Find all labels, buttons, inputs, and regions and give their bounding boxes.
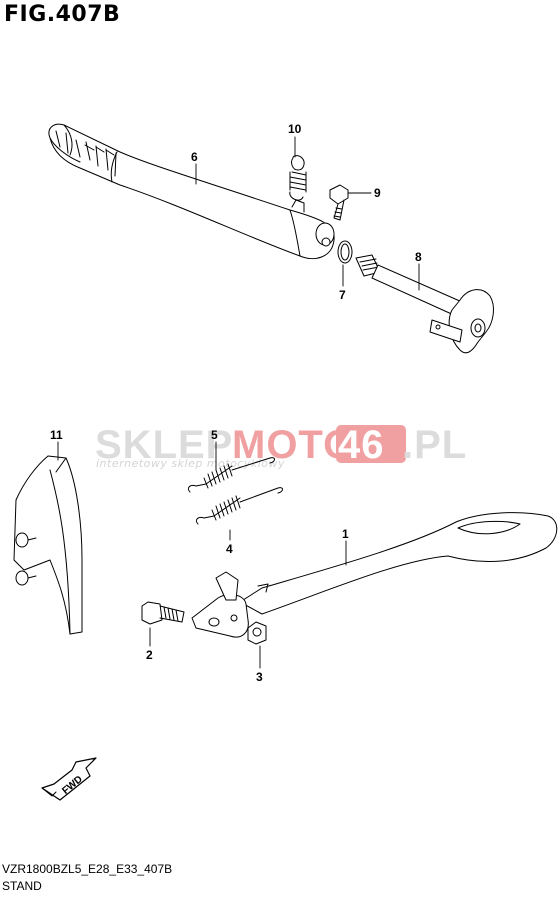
callout-3: 3 (256, 670, 263, 684)
nut-icon (247, 621, 267, 645)
callout-8: 8 (415, 250, 422, 264)
section-name: STAND (2, 879, 42, 893)
bolt-icon (329, 184, 349, 221)
callout-6: 6 (191, 150, 198, 164)
bracket-icon (13, 455, 83, 635)
watermark-brand-1: SKLEP (95, 423, 233, 467)
watermark-brand-2: MOTO (232, 423, 355, 467)
callout-11: 11 (50, 428, 63, 442)
spring-icon (289, 155, 307, 201)
model-code: VZR1800BZL5_E28_E33_407B (2, 862, 173, 876)
callout-1: 1 (342, 527, 349, 541)
watermark: SKLEP MOTO 46 .PL internetowy sklep moto… (95, 423, 467, 470)
callout-4: 4 (226, 542, 233, 556)
watermark-badge (336, 425, 406, 463)
watermark-tagline: internetowy sklep motocyklowy (96, 457, 285, 470)
stand-bolt-icon (141, 601, 185, 625)
callouts: 6 10 9 7 8 11 5 4 1 2 3 (50, 122, 422, 684)
callout-9: 9 (374, 186, 381, 200)
callout-2: 2 (146, 648, 153, 662)
callout-10: 10 (288, 122, 302, 136)
callout-7: 7 (339, 288, 346, 302)
shift-shaft-icon (355, 254, 494, 354)
shift-lever-icon (48, 123, 335, 260)
fwd-arrow-icon: FWD (41, 757, 97, 801)
spring-icon (195, 487, 283, 525)
leader-lines (57, 136, 420, 669)
watermark-brand-4: .PL (402, 423, 467, 467)
watermark-brand-3: 46 (338, 423, 385, 467)
figure-title: FIG.407B (4, 2, 121, 27)
o-ring-icon (337, 240, 353, 264)
spring-icon (187, 457, 275, 493)
callout-5: 5 (211, 428, 218, 442)
side-stand-icon (191, 512, 558, 638)
